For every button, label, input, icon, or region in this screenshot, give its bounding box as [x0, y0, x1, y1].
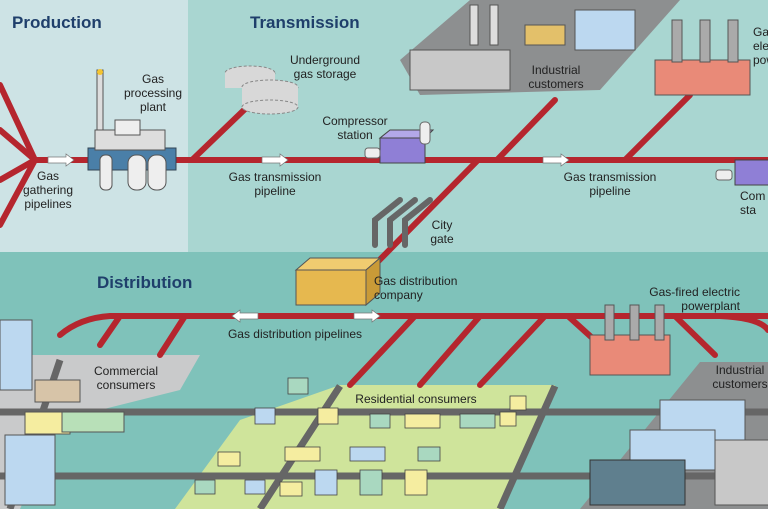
production-region: [0, 0, 188, 252]
industrial-buildings-bottom: [589, 399, 768, 506]
section-title-production: Production: [12, 13, 102, 32]
powerplant-bottom: [589, 304, 671, 376]
label-residential-consumers: Residential consumers: [355, 392, 476, 406]
flow-arrow-icon: [231, 309, 259, 323]
compressor-station: [364, 121, 435, 164]
commercial-buildings: [0, 319, 125, 506]
residential-houses: [194, 377, 527, 497]
industrial-buildings-top: [409, 4, 636, 91]
city-gate: [372, 197, 433, 248]
gas-processing-plant: [87, 69, 177, 191]
flow-arrow-icon: [542, 153, 570, 167]
flow-arrow-icon: [47, 153, 75, 167]
section-title-distribution: Distribution: [97, 273, 192, 292]
powerplant-top: [654, 19, 751, 96]
gas-distribution-company-building: [294, 256, 382, 307]
flow-arrows: [47, 153, 570, 323]
flow-arrow-icon: [353, 309, 381, 323]
underground-gas-storage: [224, 65, 299, 115]
section-title-transmission: Transmission: [250, 13, 360, 32]
label-gas-distribution-pipelines: Gas distribution pipelines: [228, 327, 362, 341]
label-gas-fired-powerplant-top: Gaselectricpowerplant: [753, 25, 768, 67]
flow-arrow-icon: [261, 153, 289, 167]
compressor-station-right: [715, 159, 768, 186]
